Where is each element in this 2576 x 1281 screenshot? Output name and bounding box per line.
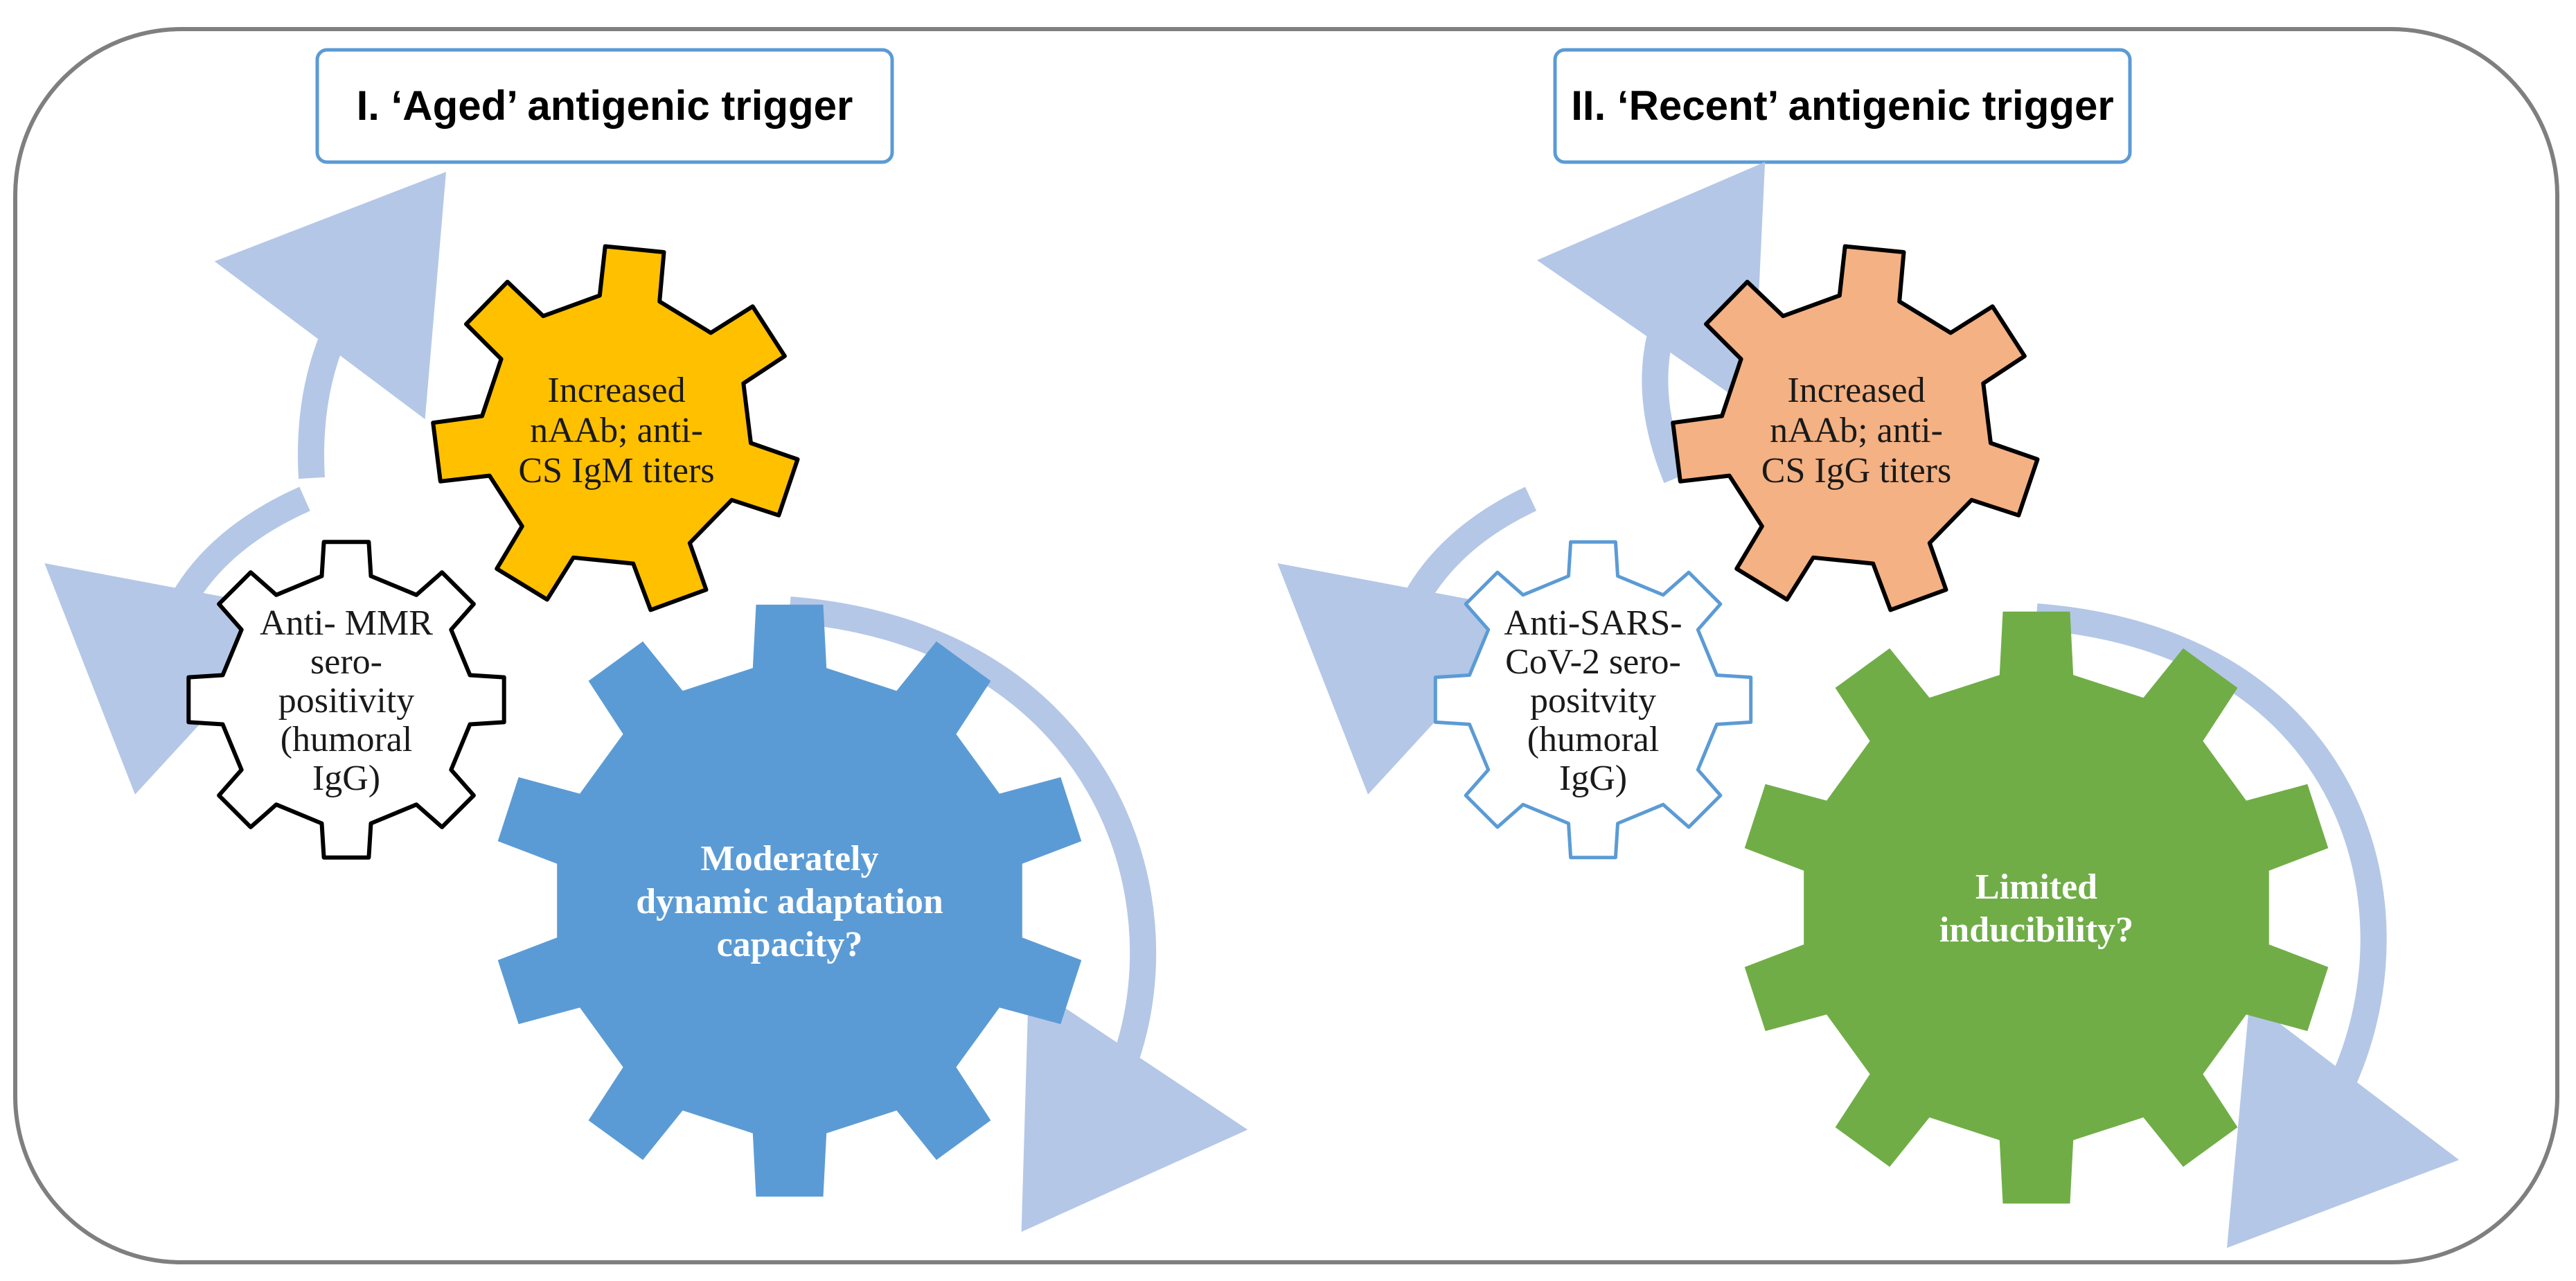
gear-moderately-dynamic-label: Moderately dynamic adaptation capacity? bbox=[636, 839, 943, 964]
gear-anti-mmr-shape bbox=[186, 540, 506, 860]
panel-title: II. ‘Recent’ antigenic trigger bbox=[1571, 82, 2114, 129]
gear-moderately-dynamic: Moderately dynamic adaptation capacity? bbox=[497, 604, 1082, 1197]
panel-title: I. ‘Aged’ antigenic trigger bbox=[357, 82, 853, 129]
gear-label-line: positivity bbox=[278, 681, 414, 721]
gear-label-line: Anti-SARS- bbox=[1504, 603, 1682, 643]
cycle-arrows bbox=[1277, 161, 2460, 1248]
gear-label-line: capacity? bbox=[717, 925, 863, 964]
panel-title-box bbox=[315, 48, 894, 164]
gear-label-line: positvity bbox=[1530, 681, 1656, 721]
gear-anti-sars-cov-2: Anti-SARS-CoV-2 sero-positvity(humoralIg… bbox=[1433, 540, 1753, 860]
gear-label-line: inducibility? bbox=[1939, 910, 2133, 950]
gear-increased-naab-igg-shape bbox=[1671, 244, 2040, 612]
gear-anti-sars-cov-2-label: Anti-SARS-CoV-2 sero-positvity(humoralIg… bbox=[1504, 603, 1682, 798]
gear-label-line: (humoral bbox=[1527, 720, 1660, 759]
panel-title-box bbox=[1553, 48, 2132, 164]
arrow-big bbox=[788, 597, 1248, 1233]
arrow-left bbox=[44, 486, 310, 795]
panel-aged: I. ‘Aged’ antigenic trigger Anti- MMRser… bbox=[44, 48, 1248, 1233]
arrow-left bbox=[1277, 486, 1537, 795]
gear-label-line: CS IgM titers bbox=[518, 451, 714, 491]
gear-label-line: Increased bbox=[1787, 371, 1925, 410]
gear-label-line: dynamic adaptation bbox=[636, 882, 943, 921]
gear-label-line: Limited bbox=[1975, 867, 2097, 907]
panel-recent: II. ‘Recent’ antigenic trigger Anti-SARS… bbox=[1277, 48, 2460, 1248]
gear-label-line: nAAb; anti- bbox=[1770, 411, 1943, 450]
gear-increased-naab-igm-shape bbox=[431, 244, 800, 612]
gear-label-line: IgG) bbox=[312, 759, 380, 798]
gear-label-line: nAAb; anti- bbox=[530, 411, 703, 450]
arrow-up bbox=[1536, 161, 1766, 484]
gear-anti-sars-cov-2-shape bbox=[1433, 540, 1753, 860]
gear-label-line: CS IgG titers bbox=[1761, 451, 1951, 491]
cycle-arrows bbox=[44, 171, 1248, 1233]
gear-label-line: Increased bbox=[547, 371, 685, 410]
gear-label-line: Moderately bbox=[700, 839, 878, 878]
gear-moderately-dynamic-shape bbox=[497, 604, 1082, 1197]
gear-label-line: CoV-2 sero- bbox=[1505, 642, 1681, 682]
gear-label-line: (humoral bbox=[281, 720, 413, 759]
arrow-up bbox=[214, 171, 446, 479]
gear-label-line: sero- bbox=[310, 642, 382, 682]
gear-label-line: Anti- MMR bbox=[260, 603, 433, 643]
arrow-big bbox=[2035, 603, 2460, 1248]
gear-limited-inducibility-shape bbox=[1744, 611, 2329, 1204]
gear-label-line: IgG) bbox=[1559, 759, 1627, 798]
